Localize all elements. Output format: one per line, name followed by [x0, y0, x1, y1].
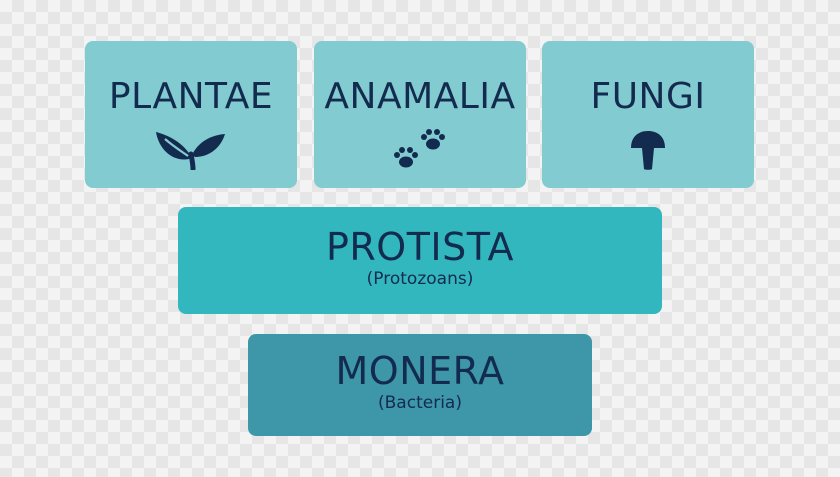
monera-title: MONERA — [335, 349, 505, 393]
protista-box: PROTISTA (Protozoans) — [178, 207, 662, 314]
plantae-box: PLANTAE — [85, 41, 297, 188]
animalia-title: ANAMALIA — [324, 76, 516, 117]
protista-title: PROTISTA — [325, 225, 515, 269]
mushroom-icon — [631, 131, 665, 170]
protista-subtitle: (Protozoans) — [366, 269, 474, 289]
animalia-box: ANAMALIA — [314, 41, 526, 188]
monera-box: MONERA (Bacteria) — [248, 334, 592, 436]
monera-subtitle: (Bacteria) — [378, 393, 462, 413]
fungi-box: FUNGI — [542, 41, 754, 188]
sprout-icon — [156, 132, 225, 170]
plantae-title: PLANTAE — [108, 76, 274, 117]
paw-prints-icon — [394, 129, 445, 168]
fungi-title: FUNGI — [590, 76, 706, 117]
